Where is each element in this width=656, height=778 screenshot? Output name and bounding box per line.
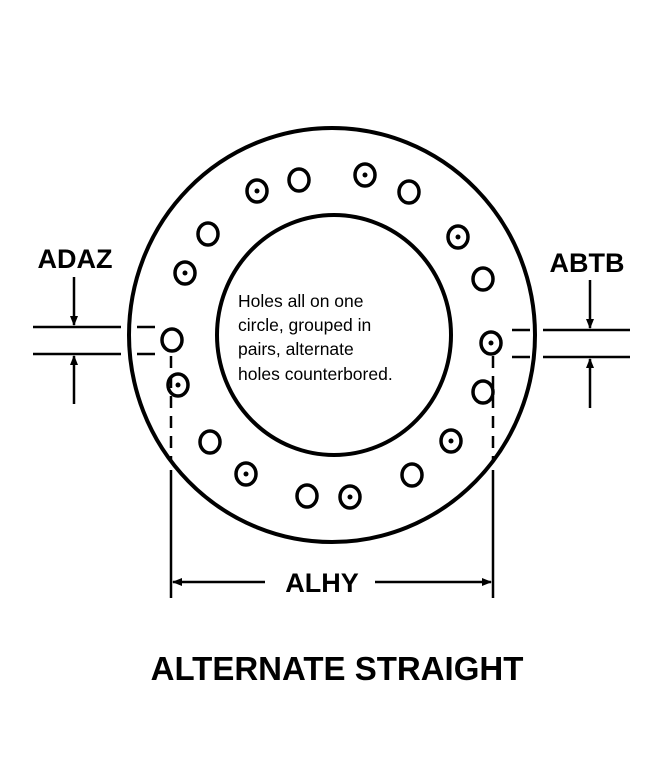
diagram-title: ALTERNATE STRAIGHT bbox=[151, 650, 524, 687]
counterbored-hole bbox=[173, 260, 197, 286]
outer-flange-circle bbox=[127, 126, 537, 544]
counterbore-center-dot bbox=[175, 382, 181, 388]
counterbored-hole bbox=[234, 461, 258, 487]
left-dimension bbox=[33, 277, 155, 404]
counterbore-center-dot bbox=[254, 188, 260, 194]
note-line-2: circle, grouped in bbox=[238, 315, 371, 335]
counterbored-hole bbox=[353, 162, 377, 188]
counterbored-hole bbox=[338, 484, 362, 510]
counterbore-center-dot bbox=[448, 438, 454, 444]
counterbore-center-dot bbox=[455, 234, 461, 240]
dimension-label-abtb: ABTB bbox=[550, 248, 625, 278]
dimension-label-alhy: ALHY bbox=[285, 568, 359, 598]
counterbored-hole bbox=[166, 372, 190, 398]
plain-hole bbox=[471, 379, 495, 405]
note-line-3: pairs, alternate bbox=[238, 339, 354, 359]
plain-hole bbox=[400, 462, 424, 488]
bolt-holes bbox=[160, 162, 503, 510]
dimension-label-adaz: ADAZ bbox=[38, 244, 113, 274]
counterbore-center-dot bbox=[182, 270, 188, 276]
plain-hole bbox=[397, 179, 421, 205]
counterbore-center-dot bbox=[488, 340, 494, 346]
counterbore-center-dot bbox=[243, 471, 249, 477]
counterbore-center-dot bbox=[362, 172, 368, 178]
plain-hole bbox=[160, 327, 184, 353]
counterbored-hole bbox=[446, 224, 470, 250]
plain-hole bbox=[198, 429, 222, 455]
plain-hole bbox=[295, 483, 319, 509]
counterbored-hole bbox=[479, 330, 503, 356]
bottom-dimension bbox=[169, 356, 495, 598]
plain-hole bbox=[287, 167, 311, 193]
note-line-1: Holes all on one bbox=[238, 291, 364, 311]
counterbore-center-dot bbox=[347, 494, 353, 500]
inner-bore-circle bbox=[215, 213, 453, 457]
counterbored-hole bbox=[245, 178, 269, 204]
counterbored-hole bbox=[439, 428, 463, 454]
plain-hole bbox=[196, 221, 220, 247]
right-dimension bbox=[512, 280, 630, 408]
note-line-4: holes counterbored. bbox=[238, 364, 393, 384]
plain-hole bbox=[471, 266, 495, 292]
